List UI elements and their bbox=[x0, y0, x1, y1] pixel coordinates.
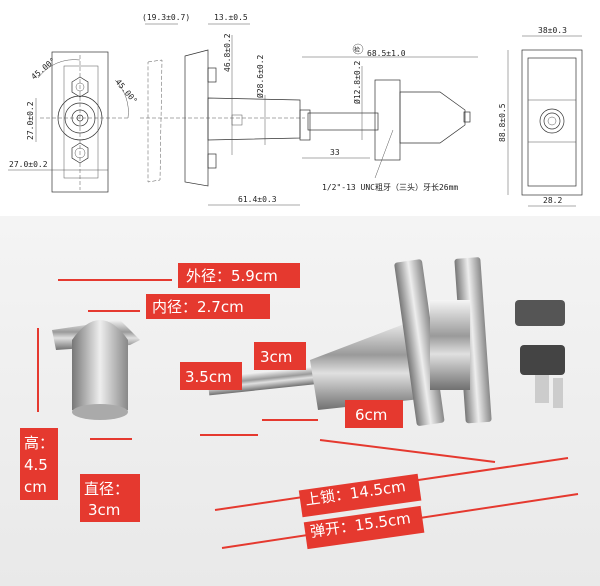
angle-2-label: 45.00° bbox=[113, 78, 138, 106]
svg-text:6cm: 6cm bbox=[355, 406, 387, 424]
outer-diameter-badge: 外径：5.9cm bbox=[178, 263, 300, 288]
shaft-diameter-label: Ø12.8±0.2 bbox=[352, 60, 362, 104]
thread-length-badge: 3.5cm bbox=[180, 362, 242, 390]
svg-text:直径：: 直径： bbox=[84, 480, 129, 498]
shaft-length-badge: 3cm bbox=[254, 342, 306, 370]
cam-nut-photo bbox=[52, 320, 140, 420]
plate-inner-width-label: 28.2 bbox=[543, 196, 562, 205]
thread-note: 1/2"-13 UNC粗牙（三头）牙长26mm bbox=[322, 182, 458, 192]
svg-text:3.5cm: 3.5cm bbox=[185, 368, 232, 386]
side-view: (19.3±0.7) 13.±0.5 46.8±0.2 Ø28.6±0.2 61… bbox=[140, 13, 305, 206]
plate-view: 38±0.3 88.8±0.5 28.2 bbox=[498, 26, 583, 207]
svg-text:高：: 高： bbox=[24, 434, 54, 452]
bolt-spacing-label: 46.8±0.2 bbox=[223, 33, 232, 72]
shaft-length-label: 33 bbox=[330, 148, 340, 157]
height-badge: 高： 4.5 cm bbox=[20, 428, 58, 500]
front-height-label: 27.0±0.2 bbox=[26, 101, 35, 140]
inspect-mark: 检 bbox=[354, 46, 360, 54]
lock-photo bbox=[207, 257, 565, 426]
body-length-label: 61.4±0.3 bbox=[238, 195, 277, 204]
front-view: 45.00° 45.00° 27.0±0.2 27.0±0.2 bbox=[8, 51, 139, 193]
handle-offset-label: (19.3±0.7) bbox=[142, 13, 190, 22]
svg-text:外径：5.9cm: 外径：5.9cm bbox=[186, 267, 278, 285]
plate-height-label: 88.8±0.5 bbox=[498, 103, 507, 142]
body-length-badge: 6cm bbox=[345, 400, 403, 428]
svg-text:3cm: 3cm bbox=[88, 501, 120, 519]
diameter-badge: 直径： 3cm bbox=[80, 474, 140, 522]
svg-text:内径：2.7cm: 内径：2.7cm bbox=[152, 298, 244, 316]
body-diameter-label: Ø28.6±0.2 bbox=[255, 54, 265, 98]
angle-1-label: 45.00° bbox=[30, 56, 58, 81]
svg-text:3cm: 3cm bbox=[260, 348, 292, 366]
plate-width-label: 38±0.3 bbox=[538, 26, 567, 35]
svg-text:4.5: 4.5 bbox=[24, 456, 48, 474]
shaft-view: 检 68.5±1.0 Ø12.8±0.2 33 1/2"-13 UNC粗牙（三头… bbox=[299, 43, 478, 192]
base-thickness-label: 13.±0.5 bbox=[214, 13, 248, 22]
svg-text:cm: cm bbox=[24, 478, 47, 496]
inner-diameter-badge: 内径：2.7cm bbox=[146, 294, 270, 319]
front-width-label: 27.0±0.2 bbox=[9, 160, 48, 169]
total-length-label: 68.5±1.0 bbox=[367, 49, 406, 58]
